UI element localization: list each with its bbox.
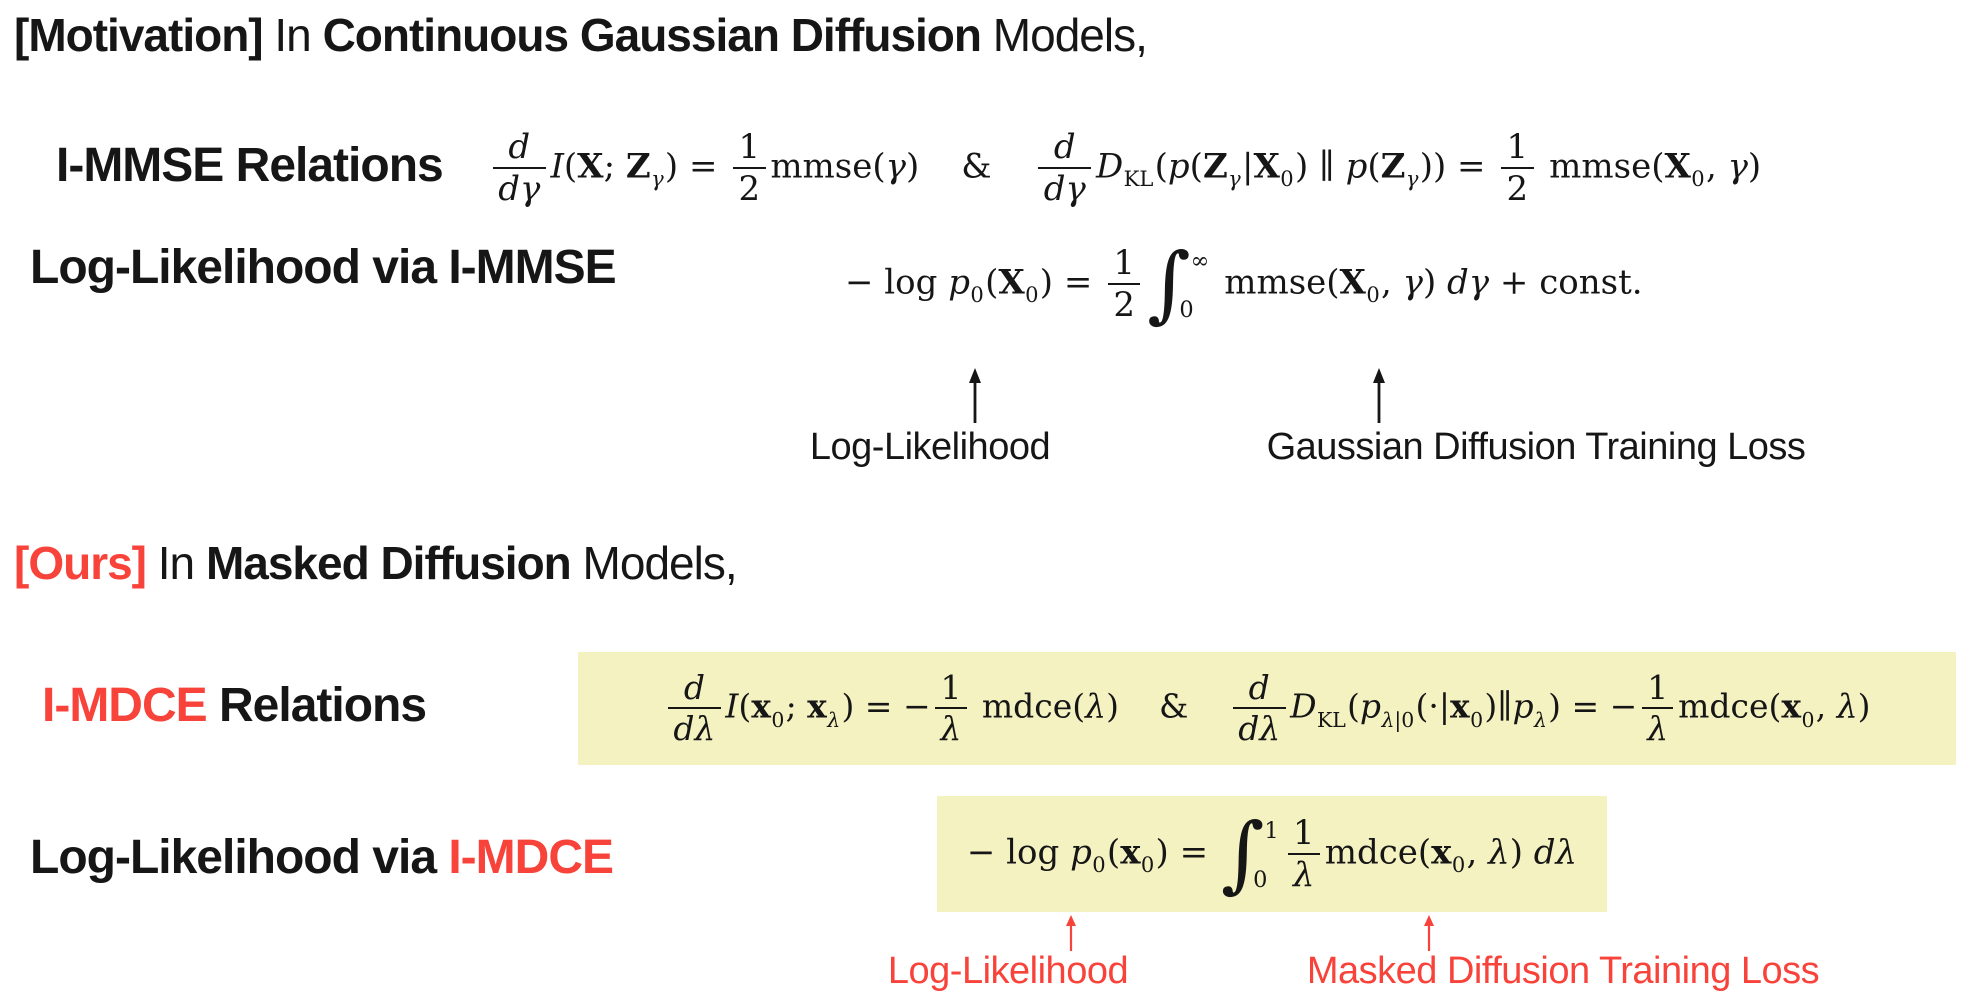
loglikelihood-imdce-label: Log-Likelihood via I-MDCE — [30, 831, 614, 884]
annotation-log-likelihood-red: Log-Likelihood — [887, 950, 1129, 992]
annotation-gaussian-training-loss: Gaussian Diffusion Training Loss — [1266, 426, 1806, 468]
annotation-masked-training-loss: Masked Diffusion Training Loss — [1306, 950, 1820, 992]
immse-relations-label: I-MMSE Relations — [56, 139, 444, 192]
up-arrow-icon — [1369, 368, 1389, 424]
imdce-relations-label: I-MDCE Relations — [42, 679, 427, 732]
up-arrow-icon — [1063, 915, 1079, 952]
annotation-log-likelihood: Log-Likelihood — [809, 426, 1051, 468]
up-arrow-icon — [965, 368, 985, 424]
motivation-heading: [Motivation] In Continuous Gaussian Diff… — [14, 9, 1148, 61]
loglikelihood-immse-label: Log-Likelihood via I-MMSE — [30, 241, 617, 294]
ours-heading: [Ours] In Masked Diffusion Models, — [14, 537, 738, 589]
up-arrow-icon — [1421, 915, 1437, 952]
